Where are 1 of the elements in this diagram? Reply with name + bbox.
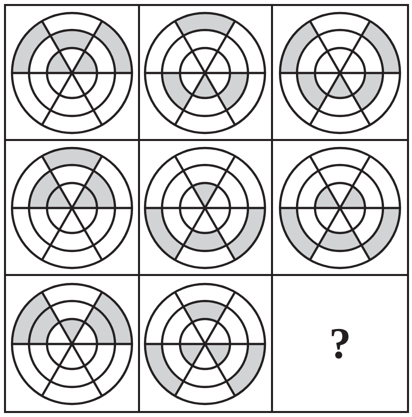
question-mark: ? bbox=[329, 322, 352, 366]
